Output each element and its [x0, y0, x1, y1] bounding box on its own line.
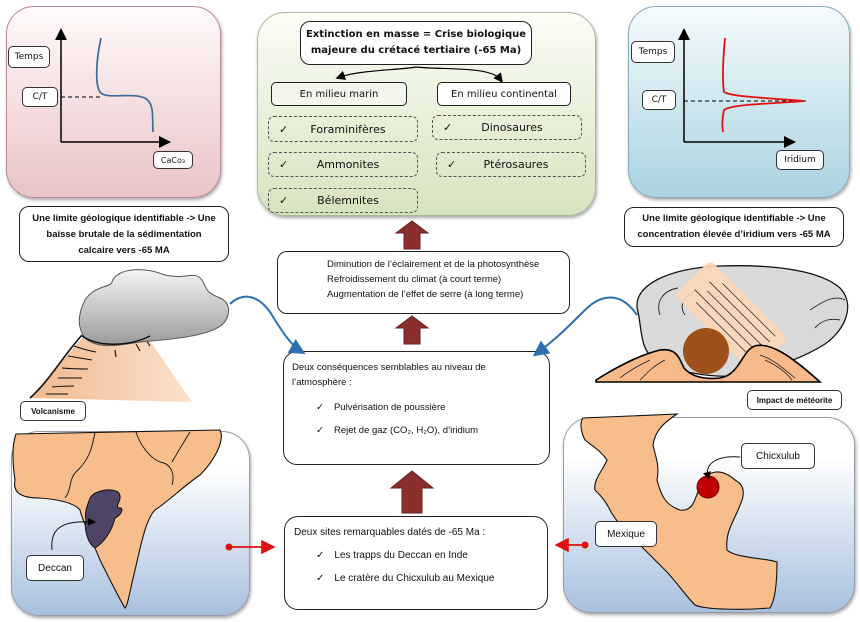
continental-header: En milieu continental [437, 82, 571, 106]
check-icon: ✓ [316, 402, 324, 413]
marine-item: ✓ Bélemnites [268, 188, 418, 213]
caption-line: concentration élevée d’iridium vers -65 … [637, 229, 831, 240]
meteor-label: Impact de météorite [747, 390, 842, 410]
consequences-box: Deux conséquences semblables au niveau d… [283, 351, 550, 465]
continental-item: ✓ Ptérosaures [436, 152, 586, 177]
crater-ground [595, 344, 823, 383]
mexico-map [580, 413, 778, 610]
caco3-axis-label: CaCo₃ [153, 151, 193, 169]
caption-line: Une limite géologique identifiable -> Un… [32, 213, 216, 224]
caco3-curve [95, 37, 154, 133]
sites-box: Deux sites remarquables datés de -65 Ma … [284, 516, 548, 610]
check-icon: ✓ [316, 550, 325, 561]
india-connector-dot [225, 543, 233, 551]
up-arrow-3 [389, 470, 435, 514]
consequence-item: ✓Rejet de gaz (CO₂, H₂O), d’iridium [316, 425, 479, 436]
marine-item: ✓ Ammonites [268, 152, 418, 177]
effect-line: Refroidissement du climat (à court terme… [327, 274, 502, 285]
meteor-illustration [595, 262, 849, 383]
check-icon: ✓ [316, 425, 324, 436]
iridium-axis-label: Iridium [776, 150, 824, 170]
mexico-label: Mexique [595, 521, 657, 547]
ash-cloud [78, 269, 229, 347]
check-icon: ✓ [279, 158, 289, 171]
caption-line: Une limite géologique identifiable -> Un… [642, 213, 826, 224]
up-arrow-2 [394, 315, 430, 345]
iridium-curve [721, 37, 805, 133]
consequences-heading: Deux conséquences semblables au niveau d… [292, 362, 486, 373]
check-icon: ✓ [443, 121, 453, 134]
calcium-carbonate-graph [55, 28, 171, 148]
marine-header: En milieu marin [271, 82, 407, 106]
temps-axis-label: Temps [8, 46, 50, 68]
effect-line: Augmentation de l’effet de serre (à long… [327, 289, 524, 300]
caption-line: calcaire vers -65 MA [78, 245, 170, 256]
ct-marker-label: C/T [642, 90, 676, 110]
india-landmass [12, 429, 222, 609]
title-line: Extinction en masse = Crise biologique [305, 29, 527, 40]
marine-item: ✓ Foraminifères [268, 116, 418, 142]
effect-line: Diminution de l’éclairement et de la pho… [327, 259, 540, 270]
check-icon: ✓ [279, 194, 289, 207]
meteor [683, 328, 729, 374]
volcano-to-consequences-connector [229, 295, 306, 355]
meteor-to-consequences-connector [532, 296, 638, 357]
extinction-title-box: Extinction en masse = Crise biologique m… [300, 21, 532, 65]
continental-item: ✓ Dinosaures [432, 115, 582, 140]
mexico-landmass [580, 413, 778, 610]
check-icon: ✓ [447, 158, 457, 171]
chicxulub-label: Chicxulub [741, 443, 815, 469]
sites-heading: Deux sites remarquables datés de -65 Ma … [294, 527, 486, 538]
iridium-caption: Une limite géologique identifiable -> Un… [624, 207, 844, 247]
meteor-trail [677, 262, 786, 371]
up-arrow-1 [394, 220, 430, 250]
site-item: ✓Les trapps du Deccan en Inde [316, 550, 468, 561]
site-item: ✓Le cratère du Chicxulub au Mexique [316, 573, 495, 584]
iridium-graph [678, 28, 806, 148]
consequences-heading: l’atmosphère : [292, 377, 352, 388]
mexico-connector-dot [581, 541, 589, 549]
volcano-label: Volcanisme [20, 401, 86, 421]
temps-axis-label: Temps [631, 41, 675, 63]
check-icon: ✓ [279, 122, 289, 136]
title-line: majeure du crétacé tertiaire (-65 Ma) [310, 45, 522, 56]
check-icon: ✓ [316, 573, 325, 584]
effects-box: Diminution de l’éclairement et de la pho… [277, 251, 570, 314]
caption-line: baisse brutale de la sédimentation [46, 229, 202, 240]
consequence-item: ✓Pulvérisation de poussière [316, 402, 446, 413]
deccan-traps [85, 489, 123, 549]
volcano-illustration [29, 269, 229, 402]
deccan-label: Deccan [26, 555, 84, 581]
ct-marker-label: C/T [22, 87, 58, 107]
india-map [12, 429, 222, 609]
sedimentation-caption: Une limite géologique identifiable -> Un… [19, 206, 229, 262]
